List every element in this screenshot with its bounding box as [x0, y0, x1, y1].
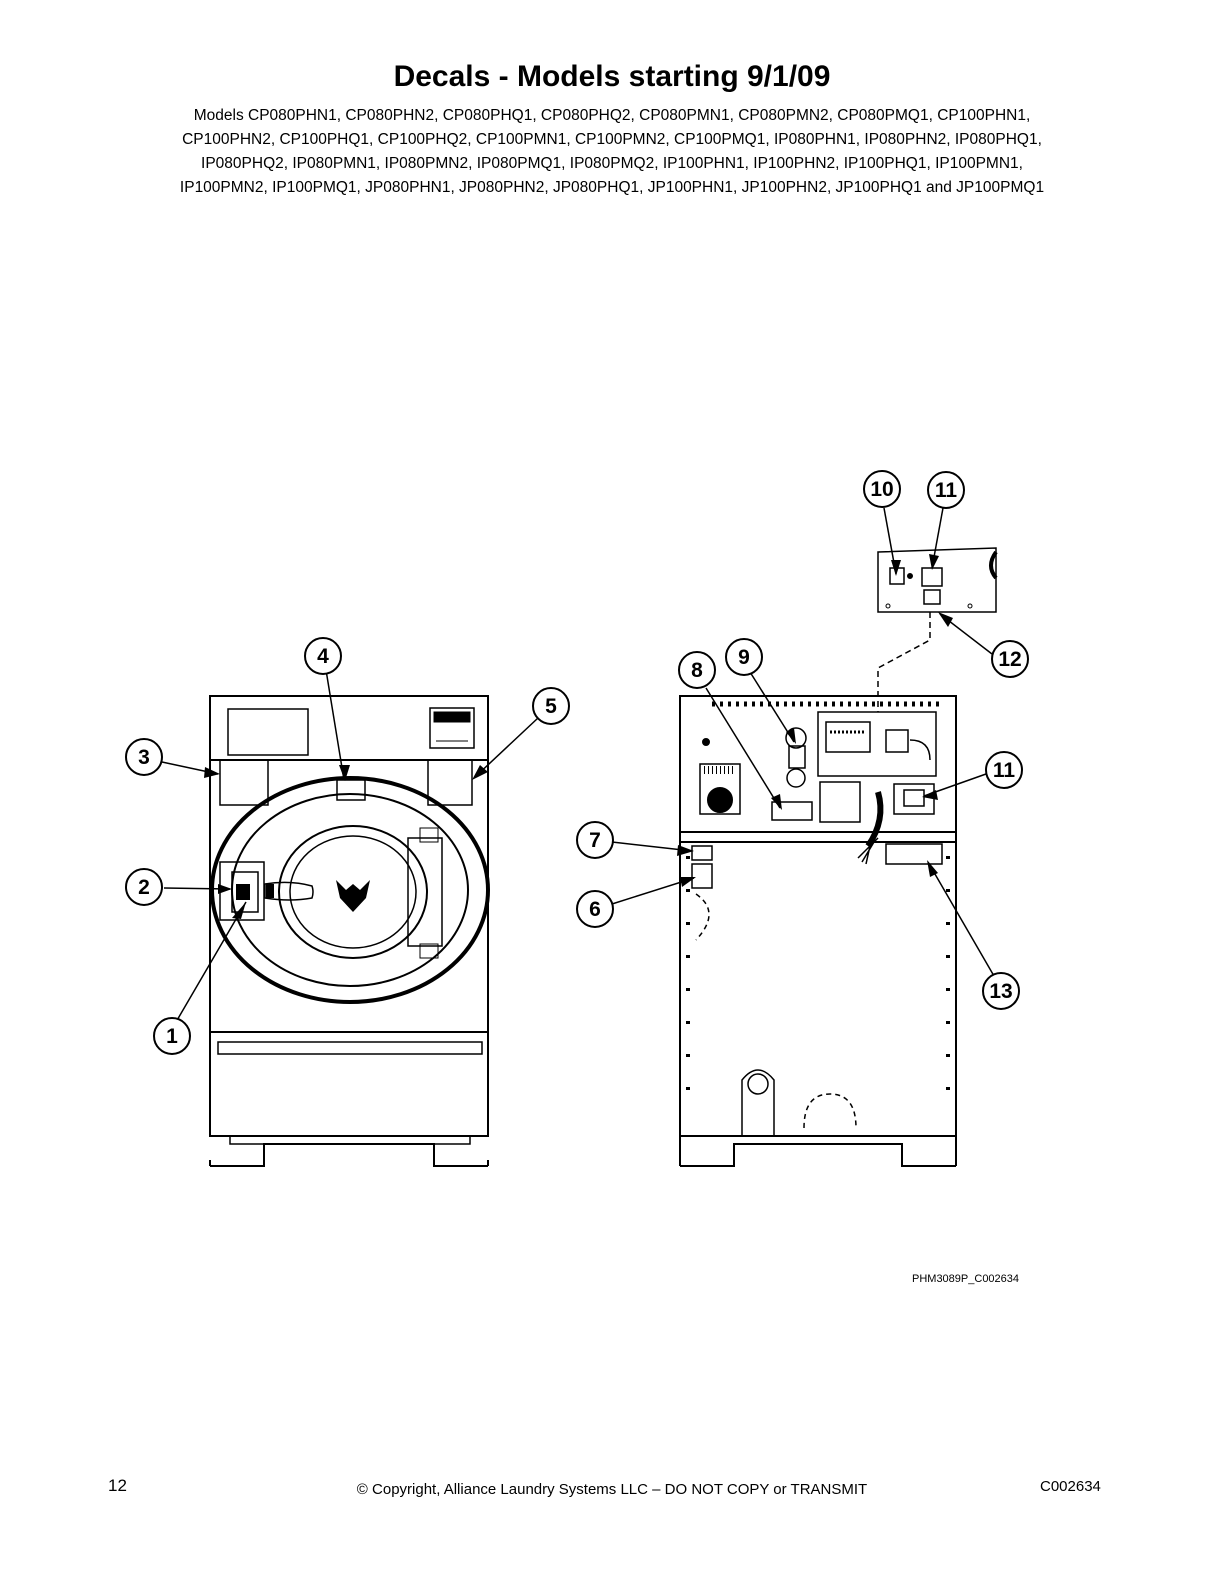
callout-3: 3 — [125, 738, 163, 776]
callout-label: 7 — [589, 829, 601, 852]
callout-label: 1 — [166, 1025, 178, 1048]
model-list-line: IP100PMN2, IP100PMQ1, JP080PHN1, JP080PH… — [179, 179, 1045, 196]
callout-9: 9 — [725, 638, 763, 676]
callout-label: 8 — [691, 659, 703, 682]
model-list-line: Models CP080PHN1, CP080PHN2, CP080PHQ1, … — [193, 107, 1031, 124]
callout-label: 3 — [138, 746, 150, 769]
model-list: Models CP080PHN1, CP080PHN2, CP080PHQ1, … — [100, 104, 1124, 200]
callout-label: 6 — [589, 898, 601, 921]
callout-label: 13 — [989, 980, 1012, 1003]
callout-label: 4 — [317, 645, 329, 668]
model-list-line: CP100PHN2, CP100PHQ1, CP100PHQ2, CP100PM… — [182, 131, 1042, 148]
callout-2: 2 — [125, 868, 163, 906]
callout-6: 6 — [576, 890, 614, 928]
callout-label: 5 — [545, 695, 557, 718]
callout-arrowheads — [204, 554, 953, 919]
page-title: Decals - Models starting 9/1/09 — [393, 60, 831, 93]
callout-5: 5 — [532, 687, 570, 725]
document-code: C002634 — [1040, 1478, 1101, 1495]
callout-1: 1 — [153, 1017, 191, 1055]
callout-12: 12 — [991, 640, 1029, 678]
callout-7: 7 — [576, 821, 614, 859]
callout-11-top: 11 — [927, 471, 965, 509]
callout-label: 12 — [998, 648, 1021, 671]
callout-10: 10 — [863, 470, 901, 508]
callout-label: 2 — [138, 876, 150, 899]
callout-label: 11 — [993, 759, 1016, 782]
washer-rear-view — [679, 695, 957, 1167]
callout-11-rear: 11 — [985, 751, 1023, 789]
copyright-notice: © Copyright, Alliance Laundry Systems LL… — [356, 1481, 868, 1498]
page-number: 12 — [108, 1476, 127, 1495]
washer-front-view — [209, 695, 490, 1167]
model-list-line: IP080PHQ2, IP080PMN1, IP080PMN2, IP080PM… — [201, 155, 1023, 172]
callout-label: 11 — [935, 479, 958, 502]
callout-label: 9 — [738, 646, 750, 669]
figure-code: PHM3089P_C002634 — [912, 1273, 1020, 1285]
callout-label: 10 — [870, 478, 893, 501]
callout-8: 8 — [678, 651, 716, 689]
callout-4: 4 — [304, 637, 342, 675]
callout-leaders — [161, 507, 995, 1023]
callout-13: 13 — [982, 972, 1020, 1010]
callouts: 1 2 3 4 5 6 7 8 — [125, 470, 1029, 1055]
